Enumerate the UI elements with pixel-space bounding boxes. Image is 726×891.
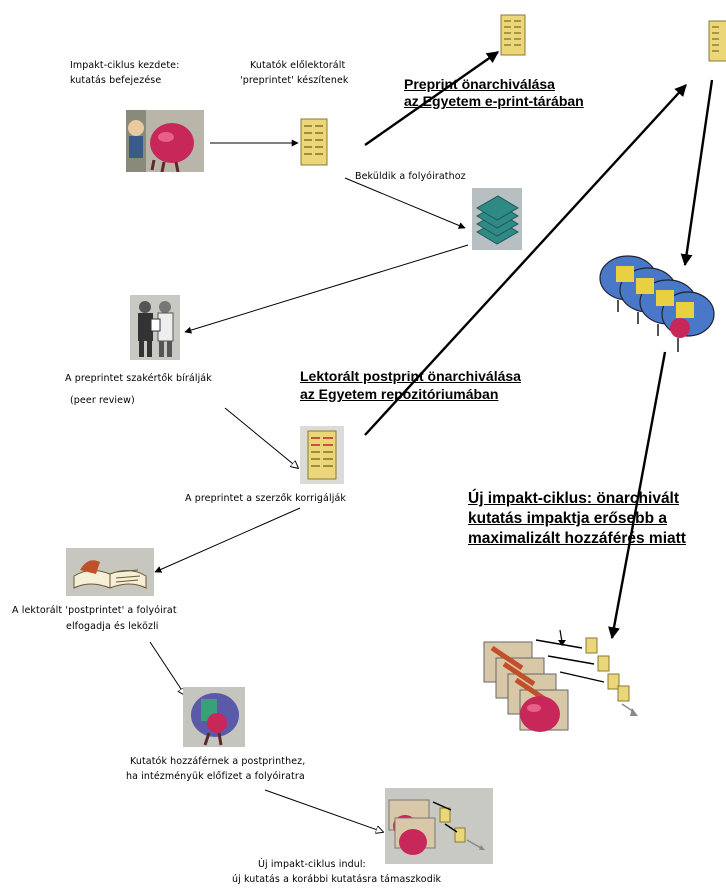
journal-stack-icon <box>472 188 522 250</box>
label-preprint-line2: 'preprintet' készítenek <box>240 75 349 86</box>
title-new-impact-line1: Új impakt-ciklus: önarchivált <box>468 490 680 507</box>
new-cycle-icon <box>385 788 493 864</box>
label-access-line1: Kutatók hozzáférnek a postprinthez, <box>130 756 306 767</box>
researcher-access-icon <box>183 687 245 747</box>
label-new-cycle-line1: Új impakt-ciklus indul: <box>258 859 366 870</box>
repository-document-icon <box>708 20 726 62</box>
arrow-preprint-to-journal <box>344 177 466 229</box>
arrow-servers-to-new-impact <box>608 351 667 640</box>
corrected-preprint-document-icon <box>300 426 344 484</box>
title-postprint-archive-line1: Lektorált postprint önarchiválása <box>300 368 521 384</box>
arrow-postprint-to-repository <box>364 84 687 436</box>
label-publish-line1: A lektorált 'postprintet' a folyóirat <box>12 605 177 616</box>
researcher-head-icon <box>126 110 204 172</box>
arrow-access-to-newcycle <box>264 789 383 832</box>
repository-servers-icon <box>599 255 715 352</box>
label-review-line1: A preprintet szakértők bírálják <box>65 373 212 384</box>
arrow-archive-to-servers <box>680 79 714 267</box>
label-submit: Beküldik a folyóirathoz <box>355 171 466 182</box>
arrow-correction-to-publish <box>154 507 301 573</box>
published-journal-book-icon <box>66 548 154 596</box>
label-review-line2: (peer review) <box>70 395 135 406</box>
title-new-impact-line3: maximalizált hozzáférés miatt <box>468 530 686 547</box>
arrow-publish-to-access <box>149 641 185 695</box>
eprint-archive-document-icon <box>500 14 526 56</box>
label-cycle-start-line1: Impakt-ciklus kezdete: <box>70 60 180 71</box>
title-preprint-archive-line2: az Egyetem e-print-tárában <box>404 93 584 109</box>
new-impact-cycle-icon <box>483 629 638 732</box>
title-new-impact-line2: kutatás impaktja erősebb a <box>468 510 667 527</box>
arrow-preprint-to-eprint-archive <box>364 51 499 146</box>
label-cycle-start-line2: kutatás befejezése <box>70 75 162 86</box>
peer-reviewers-icon <box>130 295 180 360</box>
label-new-cycle-line2: új kutatás a korábbi kutatásra támaszkod… <box>232 874 442 885</box>
arrow-journal-to-reviewers <box>184 244 469 334</box>
preprint-document-icon <box>300 118 328 166</box>
title-preprint-archive-line1: Preprint önarchiválása <box>404 76 555 92</box>
label-correct: A preprintet a szerzők korrigálják <box>185 493 346 504</box>
label-preprint-line1: Kutatók előlektorált <box>250 60 346 71</box>
label-access-line2: ha intézményük előfizet a folyóiratra <box>126 771 305 782</box>
title-postprint-archive-line2: az Egyetem repozitóriumában <box>300 386 499 402</box>
arrow-reviewers-to-correction <box>224 407 298 468</box>
label-publish-line2: elfogadja és leközli <box>66 621 159 632</box>
